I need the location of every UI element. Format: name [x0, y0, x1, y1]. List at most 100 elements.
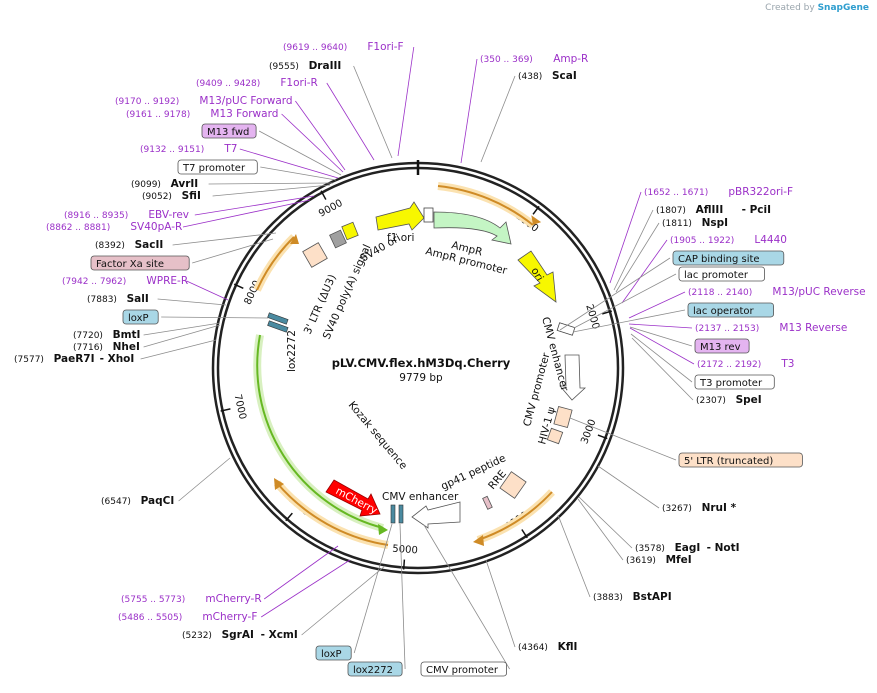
- connector-line: [578, 496, 633, 549]
- ori-label: ori: [528, 266, 545, 284]
- label-eagi[interactable]: (3578)EagI- NotI: [635, 542, 740, 554]
- primer-range: (8862 .. 8881): [46, 223, 110, 233]
- enzyme-name: BmtI: [113, 329, 141, 341]
- hiv-psi-box[interactable]: [546, 427, 564, 445]
- snapgene-brand: SnapGene: [817, 3, 869, 13]
- label-spei[interactable]: (2307)SpeI: [696, 394, 762, 406]
- feature-box: [420, 661, 507, 677]
- label-f1ori-f[interactable]: (9619 .. 9640)F1ori-F: [283, 41, 404, 53]
- label-wpre-r[interactable]: (7942 .. 7962)WPRE-R: [62, 275, 188, 287]
- mcherry-arrow[interactable]: [325, 479, 381, 517]
- label-paer7i[interactable]: (7577)PaeR7I- XhoI: [14, 353, 134, 365]
- loxp-left-marker[interactable]: [267, 312, 289, 325]
- label-sgrai[interactable]: (5232)SgrAI- XcmI: [182, 629, 298, 641]
- label-bmti[interactable]: (7720)BmtI: [73, 329, 140, 341]
- primer-name: T7: [223, 143, 237, 155]
- label-mfei[interactable]: (3619)MfeI: [626, 554, 692, 566]
- label-lacop[interactable]: lac operator: [687, 302, 774, 318]
- feature-box-label: 5' LTR (truncated): [684, 456, 773, 467]
- label-m13-fwd[interactable]: (9161 .. 9178)M13 Forward: [126, 108, 278, 120]
- label-m13puc-fwd[interactable]: (9170 .. 9192)M13/pUC Forward: [115, 95, 293, 107]
- connector-line: [397, 46, 415, 157]
- label-m13rev-box[interactable]: M13 rev: [694, 338, 750, 354]
- label-nhei[interactable]: (7716) NheI: [73, 341, 140, 353]
- label-kfli[interactable]: (4364)KflI: [518, 641, 577, 653]
- enzyme-position: (3883): [593, 593, 623, 603]
- enzyme-position: (2307): [696, 396, 726, 406]
- label-scai[interactable]: (438)ScaI: [518, 70, 577, 82]
- connector-line: [143, 324, 221, 348]
- label-sv40pa-r[interactable]: (8862 .. 8881)SV40pA-R: [46, 221, 182, 233]
- label-paqci[interactable]: (6547)PaqCI: [101, 495, 174, 507]
- sv40ori-box[interactable]: [341, 221, 359, 241]
- connector-line: [621, 239, 668, 304]
- label-capbind[interactable]: CAP binding site: [672, 250, 785, 266]
- cmv-enhancer-bottom-arrow[interactable]: [411, 501, 461, 529]
- label-m13puc-rev[interactable]: (2118 .. 2140)M13/pUC Reverse: [688, 286, 866, 298]
- sv40pa-box[interactable]: [329, 229, 347, 249]
- label-mcherry-f[interactable]: (5486 .. 5505)mCherry-F: [118, 611, 257, 623]
- ltr3-box[interactable]: [302, 242, 328, 268]
- f1ori-arrow[interactable]: [375, 201, 425, 231]
- cmv-enhancer-right-arrow[interactable]: [559, 354, 587, 401]
- label-draiii[interactable]: (9555)DraIII: [269, 60, 341, 72]
- feature-box: [694, 374, 775, 390]
- label-loxp-bottom[interactable]: loxP: [315, 645, 352, 661]
- label-5ltr[interactable]: 5' LTR (truncated): [678, 452, 803, 468]
- ampr-promoter-box[interactable]: [423, 207, 434, 223]
- ruler-tick-label: 7000: [232, 393, 248, 420]
- primer-name: WPRE-R: [146, 275, 188, 287]
- loxp-bottom-marker[interactable]: [390, 504, 396, 524]
- primer-range: (9409 .. 9428): [196, 79, 260, 89]
- label-amp-r[interactable]: (350 .. 369)Amp-R: [480, 53, 588, 65]
- label-l4440[interactable]: (1905 .. 1922)L4440: [670, 234, 787, 246]
- label-lox2272-bottom[interactable]: lox2272: [347, 661, 403, 677]
- label-f1ori-r[interactable]: (9409 .. 9428)F1ori-R: [196, 77, 318, 89]
- label-mcherry-r[interactable]: (5755 .. 5773)mCherry-R: [121, 593, 262, 605]
- primer-range: (9132 .. 9151): [140, 145, 204, 155]
- label-loxp-left[interactable]: loxP: [122, 309, 159, 325]
- label-lacprom[interactable]: lac promoter: [678, 266, 765, 282]
- label-sali[interactable]: (7883)SalI: [87, 293, 149, 305]
- rre-box[interactable]: [499, 471, 527, 499]
- label-avrii[interactable]: (9099)AvrII: [131, 178, 198, 190]
- feature-box: [201, 123, 257, 139]
- connector-line: [630, 333, 693, 383]
- label-nrui[interactable]: (3267)NruI *: [662, 502, 737, 514]
- label-t7prom[interactable]: T7 promoter: [177, 159, 258, 175]
- connector-line: [573, 273, 677, 329]
- label-afliii[interactable]: (1807)AflIII- PciI: [656, 204, 771, 216]
- feature-box: [122, 309, 159, 325]
- orf-right-arrowhead: [473, 535, 484, 546]
- orf-upleft-glow: [253, 234, 297, 292]
- label-m13-rev[interactable]: (2137 .. 2153)M13 Reverse: [695, 322, 847, 334]
- label-bstapi[interactable]: (3883)BstAPI: [593, 591, 672, 603]
- connector-lines: [140, 46, 695, 670]
- connector-line: [143, 322, 221, 336]
- lox2272-bottom-marker[interactable]: [398, 504, 404, 524]
- ltr5-box[interactable]: [553, 406, 573, 428]
- enzyme-name: NheI: [113, 341, 140, 353]
- label-ebv-rev[interactable]: (8916 .. 8935)EBV-rev: [64, 209, 189, 221]
- enzyme-position: (7716): [73, 343, 103, 353]
- ampr-arrow[interactable]: [433, 211, 512, 245]
- label-m13fwd-box[interactable]: M13 fwd: [201, 123, 257, 139]
- primer-range: (5486 .. 5505): [118, 613, 182, 623]
- kozak-label: Kozak sequence: [346, 399, 410, 472]
- label-nspi[interactable]: (1811)NspI: [662, 217, 728, 229]
- cap-binding-box[interactable]: [556, 322, 576, 336]
- label-t7[interactable]: (9132 .. 9151) T7: [140, 143, 238, 155]
- label-pbr322ori-f[interactable]: (1652 .. 1671)pBR322ori-F: [644, 186, 793, 198]
- gp41-box[interactable]: [482, 495, 493, 510]
- label-sfii[interactable]: (9052)SfiI: [142, 190, 201, 202]
- label-t3[interactable]: (2172 .. 2192)T3: [697, 358, 795, 370]
- label-factorxa[interactable]: Factor Xa site: [90, 255, 190, 271]
- enzyme-position: (6547): [101, 497, 131, 507]
- label-cmvprom-bottom[interactable]: CMV promoter: [420, 661, 507, 677]
- ori-arrow[interactable]: [517, 250, 557, 303]
- feature-box-label: T7 promoter: [182, 163, 246, 174]
- lox2272-left-marker[interactable]: [267, 320, 289, 333]
- label-sacii[interactable]: (8392)SacII: [95, 239, 163, 251]
- label-t3prom[interactable]: T3 promoter: [694, 374, 775, 390]
